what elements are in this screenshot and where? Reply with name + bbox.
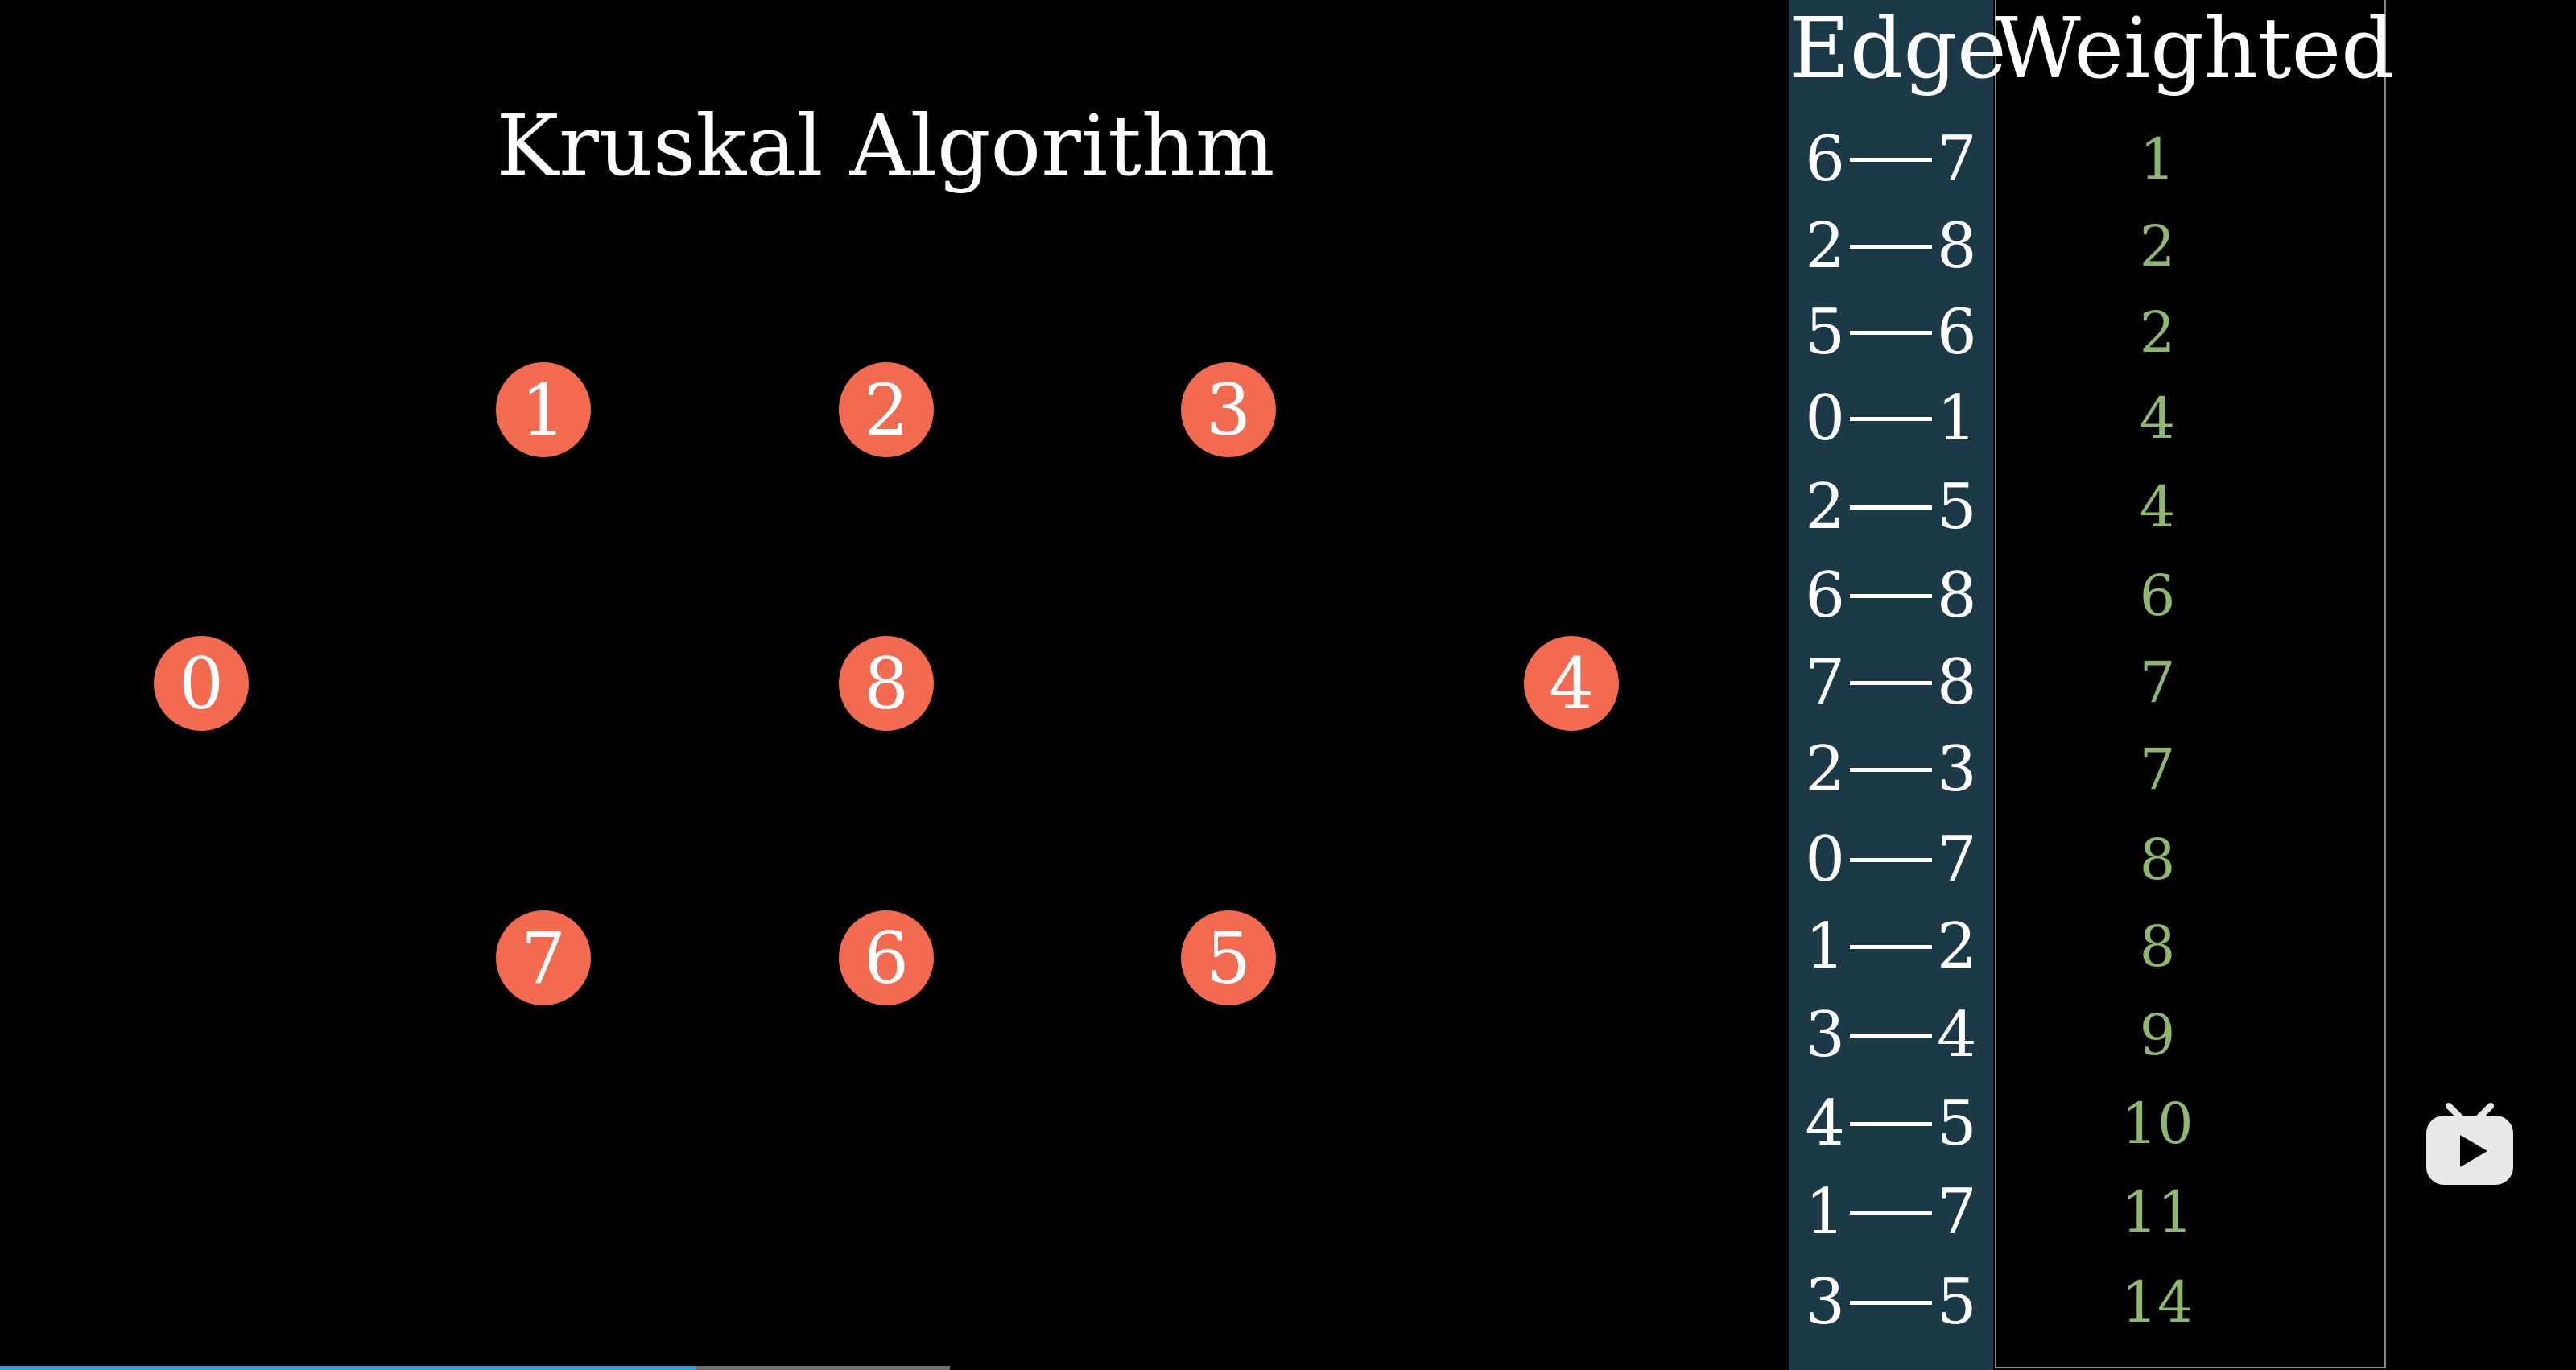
weight-value-6: 7 xyxy=(2139,650,2176,716)
weight-value-11: 10 xyxy=(2121,1091,2194,1157)
edge-from: 1 xyxy=(1805,910,1845,983)
edge-header: Edge xyxy=(1789,0,2007,97)
node-3: 3 xyxy=(1181,362,1276,457)
edge-to: 4 xyxy=(1937,999,1977,1071)
edge-from: 0 xyxy=(1805,823,1845,896)
node-5: 5 xyxy=(1181,910,1276,1005)
edge-to: 5 xyxy=(1937,471,1977,543)
tv-play-icon[interactable] xyxy=(2425,1103,2515,1186)
edge-to: 5 xyxy=(1937,1087,1977,1160)
edge-to: 3 xyxy=(1937,733,1977,806)
edge-dash xyxy=(1850,416,1932,421)
weight-header: Weighted xyxy=(1995,0,2395,97)
edge-to: 8 xyxy=(1937,646,1977,719)
edge-to: 6 xyxy=(1937,296,1977,369)
weight-value-0: 1 xyxy=(2139,126,2176,192)
edge-dash xyxy=(1850,505,1932,510)
diagram-title: Kruskal Algorithm xyxy=(496,97,1275,195)
weight-value-1: 2 xyxy=(2139,213,2176,279)
edge-dash xyxy=(1850,944,1932,949)
edge-from: 3 xyxy=(1805,1266,1845,1339)
edge-dash xyxy=(1850,330,1932,335)
weight-value-5: 6 xyxy=(2139,563,2176,629)
edge-to: 2 xyxy=(1937,910,1977,983)
node-7: 7 xyxy=(496,910,591,1005)
edge-to: 7 xyxy=(1937,823,1977,896)
node-6: 6 xyxy=(839,910,934,1005)
edge-to: 1 xyxy=(1937,382,1977,455)
weight-value-10: 9 xyxy=(2139,1002,2176,1068)
weight-value-9: 8 xyxy=(2139,914,2176,980)
edge-dash xyxy=(1850,1210,1932,1215)
weight-value-12: 11 xyxy=(2121,1179,2194,1245)
edge-dash xyxy=(1850,857,1932,862)
weight-column-panel xyxy=(1995,0,2386,1368)
weight-value-7: 7 xyxy=(2139,737,2176,803)
edge-to: 8 xyxy=(1937,559,1977,632)
edge-from: 2 xyxy=(1805,733,1845,806)
weight-value-13: 14 xyxy=(2121,1269,2194,1335)
edge-dash xyxy=(1850,244,1932,249)
edge-from: 4 xyxy=(1805,1087,1845,1160)
edge-column-panel xyxy=(1789,0,1993,1370)
edge-dash xyxy=(1850,1121,1932,1126)
weight-value-4: 4 xyxy=(2139,474,2176,540)
video-progress-fill xyxy=(0,1366,696,1370)
weight-value-2: 2 xyxy=(2139,299,2176,365)
edge-dash xyxy=(1850,680,1932,685)
weight-value-8: 8 xyxy=(2139,827,2176,893)
node-2: 2 xyxy=(839,362,934,457)
edge-from: 3 xyxy=(1805,999,1845,1071)
edge-from: 6 xyxy=(1805,559,1845,632)
edge-from: 2 xyxy=(1805,210,1845,283)
edge-to: 5 xyxy=(1937,1266,1977,1339)
edge-dash xyxy=(1850,1300,1932,1305)
edge-dash xyxy=(1850,1033,1932,1038)
node-4: 4 xyxy=(1524,636,1619,731)
node-0: 0 xyxy=(154,636,249,731)
edge-from: 5 xyxy=(1805,296,1845,369)
node-8: 8 xyxy=(839,636,934,731)
node-1: 1 xyxy=(496,362,591,457)
edge-to: 8 xyxy=(1937,210,1977,283)
edge-from: 2 xyxy=(1805,471,1845,543)
edge-dash xyxy=(1850,593,1932,598)
edge-from: 1 xyxy=(1805,1176,1845,1248)
weight-value-3: 4 xyxy=(2139,386,2176,452)
edge-from: 0 xyxy=(1805,382,1845,455)
edge-to: 7 xyxy=(1937,123,1977,196)
edge-dash xyxy=(1850,767,1932,772)
edge-to: 7 xyxy=(1937,1176,1977,1248)
edge-dash xyxy=(1850,157,1932,162)
edge-from: 6 xyxy=(1805,123,1845,196)
edge-from: 7 xyxy=(1805,646,1845,719)
